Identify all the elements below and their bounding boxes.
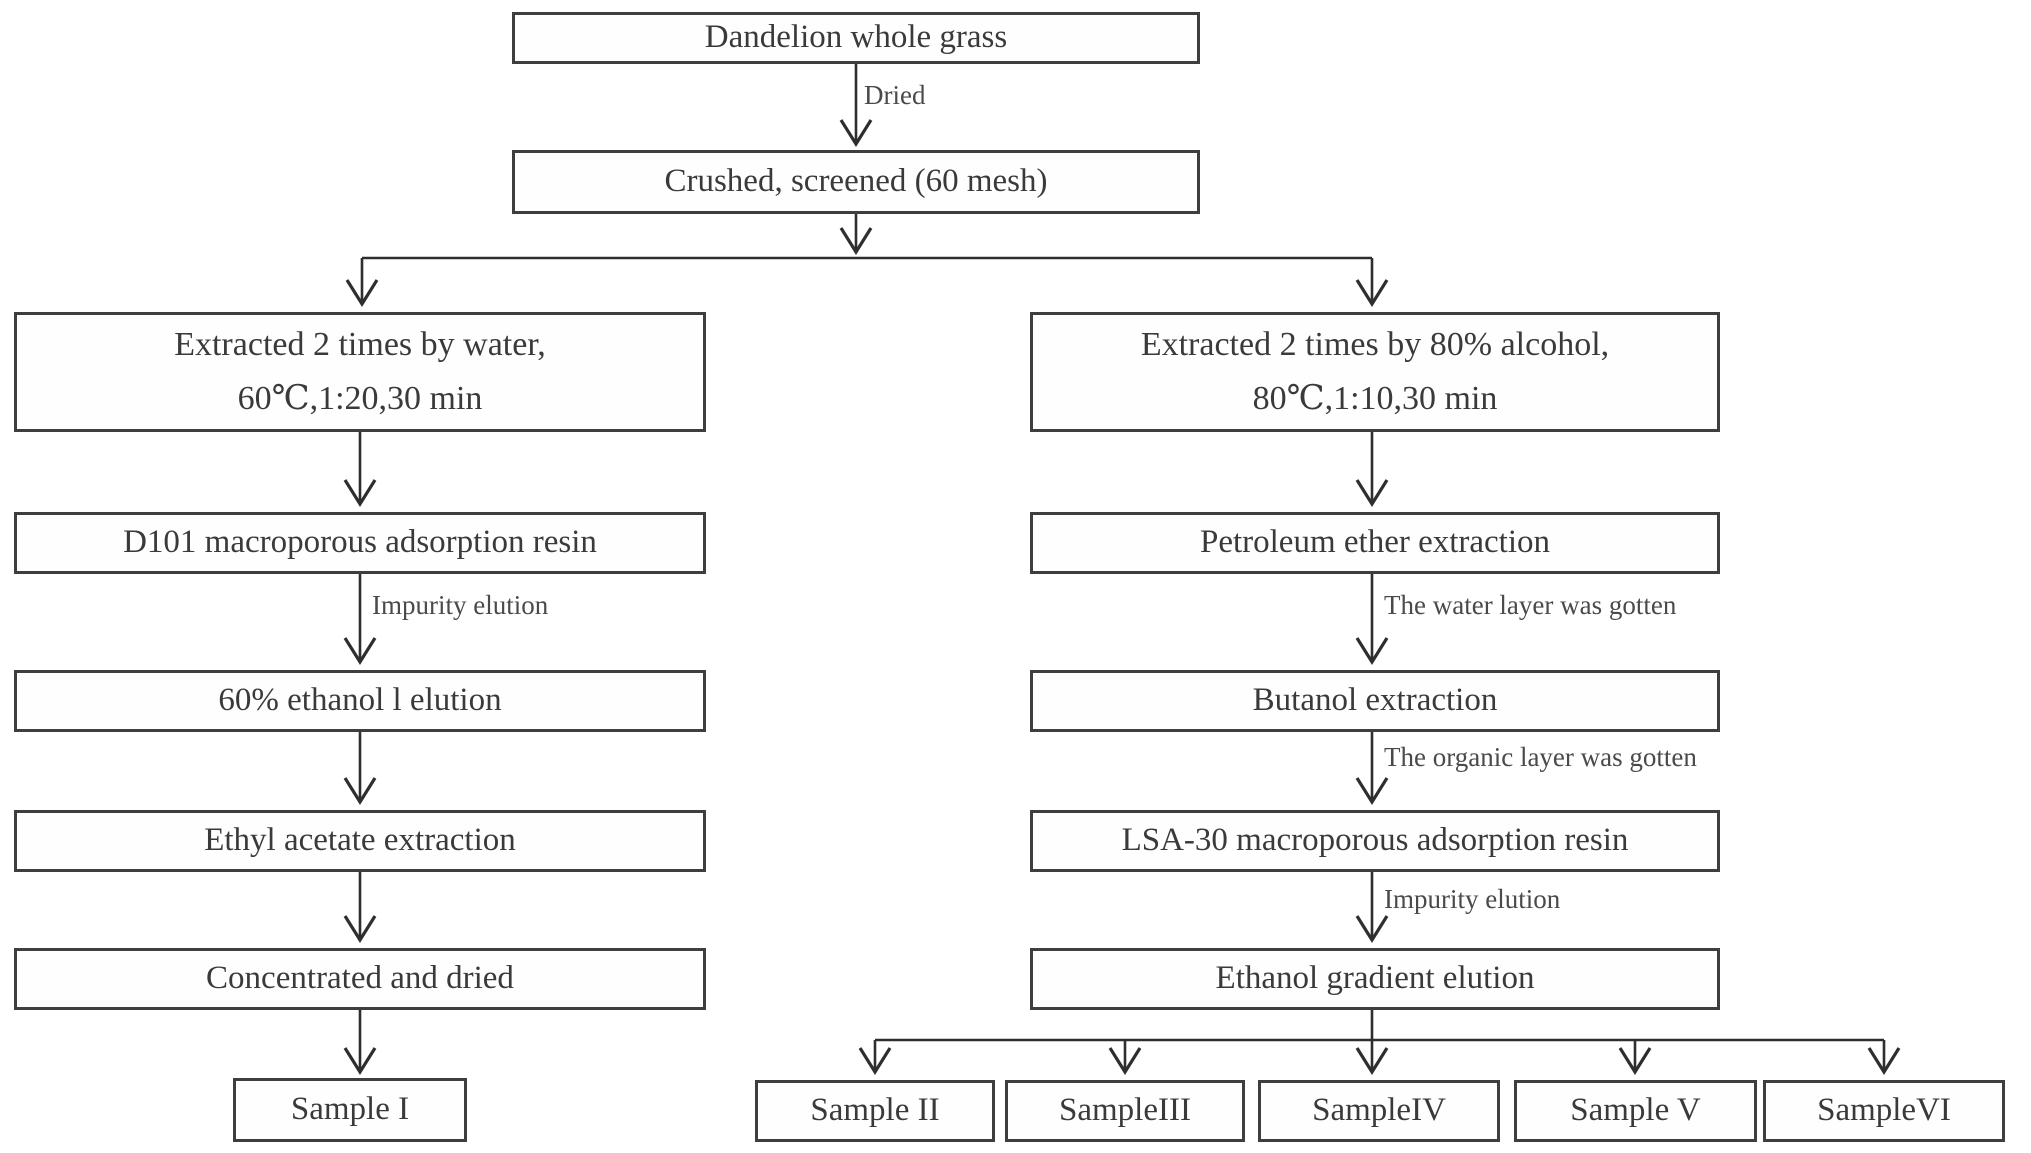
node-label: Ethanol gradient elution — [1215, 960, 1535, 997]
node-label: Crushed, screened (60 mesh) — [664, 163, 1048, 200]
node-crushed-screened: Crushed, screened (60 mesh) — [512, 150, 1200, 214]
node-60-ethanol-elution: 60% ethanol l elution — [14, 670, 706, 732]
node-sample-3: SampleIII — [1005, 1080, 1245, 1142]
node-sample-5: Sample V — [1514, 1080, 1757, 1142]
node-label-line2: 60℃,1:20,30 min — [237, 380, 483, 417]
node-sample-1: Sample I — [233, 1078, 467, 1142]
node-label-line2: 80℃,1:10,30 min — [1252, 380, 1498, 417]
node-label: LSA-30 macroporous adsorption resin — [1121, 822, 1629, 859]
node-concentrated-dried: Concentrated and dried — [14, 948, 706, 1010]
node-sample-4: SampleIV — [1258, 1080, 1500, 1142]
node-label: SampleIV — [1312, 1092, 1446, 1129]
node-d101-resin: D101 macroporous adsorption resin — [14, 512, 706, 574]
edge-label-water-layer: The water layer was gotten — [1384, 590, 1677, 620]
node-ethyl-acetate-extraction: Ethyl acetate extraction — [14, 810, 706, 872]
node-label: SampleVI — [1817, 1092, 1951, 1129]
node-petroleum-ether-extraction: Petroleum ether extraction — [1030, 512, 1720, 574]
edge-label-organic-layer: The organic layer was gotten — [1384, 742, 1697, 772]
node-label: Sample I — [290, 1091, 410, 1128]
node-alcohol-extraction: Extracted 2 times by 80% alcohol, 80℃,1:… — [1030, 312, 1720, 432]
node-butanol-extraction: Butanol extraction — [1030, 670, 1720, 732]
node-label: Concentrated and dried — [206, 960, 514, 997]
node-label: 60% ethanol l elution — [218, 682, 502, 719]
node-dandelion-whole-grass: Dandelion whole grass — [512, 12, 1200, 64]
edge-label-impurity-elution-left: Impurity elution — [372, 590, 549, 620]
node-label: Sample V — [1570, 1092, 1701, 1129]
node-water-extraction: Extracted 2 times by water, 60℃,1:20,30 … — [14, 312, 706, 432]
node-label-line1: Extracted 2 times by water, — [174, 325, 546, 363]
edge-label-dried: Dried — [864, 80, 926, 110]
node-label: Butanol extraction — [1252, 682, 1498, 719]
node-label-line1: Extracted 2 times by 80% alcohol, — [1140, 325, 1610, 363]
node-lsa30-resin: LSA-30 macroporous adsorption resin — [1030, 810, 1720, 872]
node-sample-2: Sample II — [755, 1080, 995, 1142]
node-ethanol-gradient-elution: Ethanol gradient elution — [1030, 948, 1720, 1010]
node-label: SampleIII — [1059, 1092, 1191, 1129]
node-label: Ethyl acetate extraction — [204, 822, 516, 859]
node-label: D101 macroporous adsorption resin — [123, 524, 597, 561]
edge-label-impurity-elution-right: Impurity elution — [1384, 884, 1561, 914]
node-sample-6: SampleVI — [1763, 1080, 2005, 1142]
node-label: Sample II — [810, 1092, 940, 1129]
node-label: Dandelion whole grass — [704, 19, 1008, 56]
node-label: Petroleum ether extraction — [1199, 524, 1551, 561]
